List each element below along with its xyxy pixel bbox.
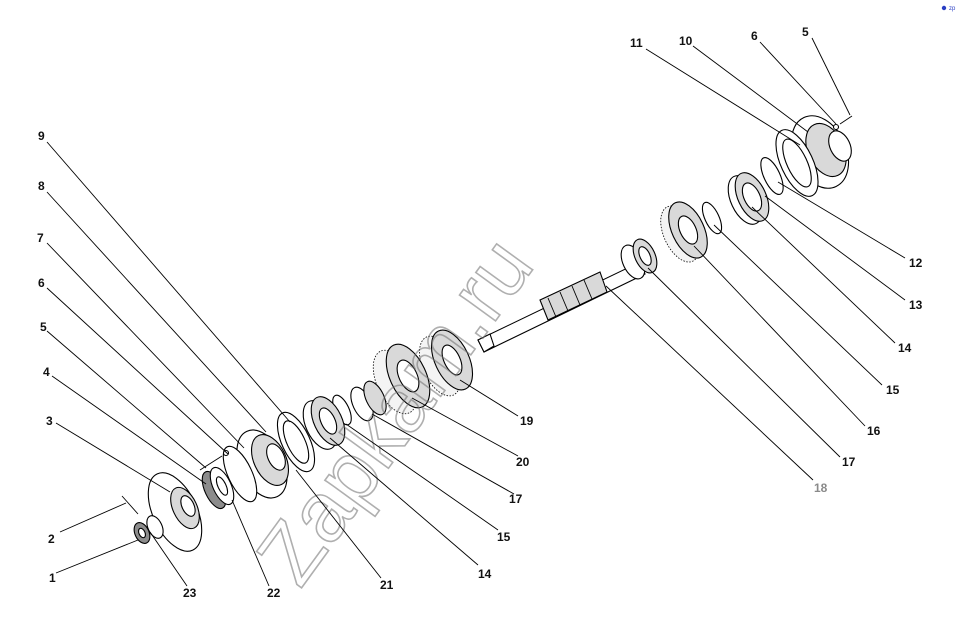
callout-23: 23 bbox=[183, 586, 197, 600]
callout-14-right: 14 bbox=[898, 341, 912, 355]
corner-logo-text: zp bbox=[949, 6, 956, 12]
callout-5-left: 5 bbox=[40, 320, 47, 334]
shaft-spline-section bbox=[539, 271, 608, 321]
right-bearing bbox=[727, 172, 770, 225]
callout-22: 22 bbox=[267, 586, 281, 600]
callout-13: 13 bbox=[909, 298, 923, 312]
output-flange bbox=[147, 472, 203, 552]
callout-6-top: 6 bbox=[751, 29, 758, 43]
callout-15-right: 15 bbox=[886, 383, 900, 397]
main-shaft bbox=[477, 261, 646, 353]
cotter-pin bbox=[121, 495, 139, 515]
callout-20: 20 bbox=[516, 455, 530, 469]
callout-5-top: 5 bbox=[802, 25, 809, 39]
center-bearing bbox=[302, 396, 346, 450]
callout-3: 3 bbox=[46, 414, 53, 428]
callout-17-right: 17 bbox=[842, 455, 856, 469]
callout-18: 18 bbox=[814, 481, 828, 495]
callout-21: 21 bbox=[380, 578, 394, 592]
seal-22 bbox=[201, 466, 235, 510]
callout-7: 7 bbox=[37, 231, 44, 245]
left-bolt bbox=[199, 449, 230, 471]
right-bolt bbox=[832, 115, 853, 131]
gear-16 bbox=[660, 201, 708, 263]
callout-11-top: 11 bbox=[630, 36, 643, 50]
callout-6-left: 6 bbox=[38, 276, 45, 290]
callout-15-bottom: 15 bbox=[497, 530, 511, 544]
ring-15-right bbox=[701, 201, 723, 235]
corner-logo: zp bbox=[941, 5, 956, 12]
gasket-21 bbox=[276, 411, 316, 473]
callout-labels: 11 10 6 5 12 13 14 15 16 17 18 9 8 7 6 5… bbox=[37, 25, 923, 600]
leader-lines bbox=[46, 37, 906, 587]
callout-8: 8 bbox=[38, 179, 45, 193]
callout-1: 1 bbox=[49, 571, 56, 585]
bushing-17-right bbox=[620, 238, 658, 280]
callout-19: 19 bbox=[520, 414, 534, 428]
bushing-17-center bbox=[350, 380, 387, 422]
callout-9: 9 bbox=[38, 129, 45, 143]
shaft-end bbox=[477, 333, 495, 353]
callout-17-bottom: 17 bbox=[509, 492, 523, 506]
callout-4: 4 bbox=[43, 365, 50, 379]
callout-14-bottom: 14 bbox=[478, 567, 492, 581]
end-gasket bbox=[775, 129, 819, 197]
callout-16: 16 bbox=[867, 424, 881, 438]
flange-nut bbox=[133, 522, 151, 544]
callout-10-top: 10 bbox=[679, 34, 693, 48]
callout-12: 12 bbox=[909, 256, 923, 270]
gear-19 bbox=[419, 329, 474, 397]
snap-ring-12 bbox=[760, 157, 784, 195]
callout-2: 2 bbox=[48, 532, 55, 546]
